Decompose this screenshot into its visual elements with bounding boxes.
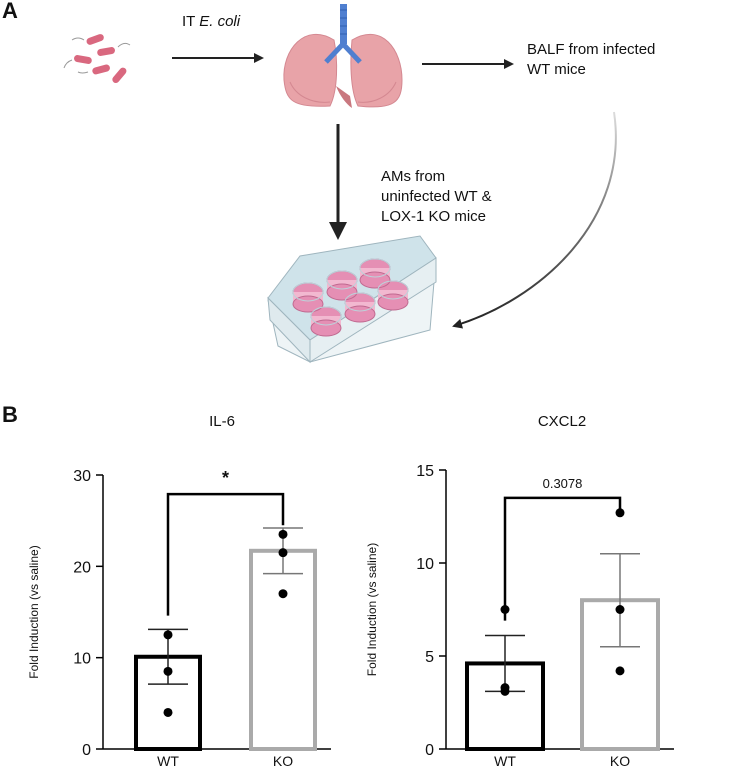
data-point (615, 605, 625, 614)
panel-b-letter: B (2, 402, 18, 427)
y-tick-label: 0 (82, 742, 91, 759)
data-point (278, 589, 288, 599)
well-plate-icon (267, 235, 437, 364)
significance-label: * (222, 468, 229, 488)
chart-title: IL-6 (209, 413, 235, 430)
workflow-diagram (63, 4, 617, 364)
data-point (278, 529, 288, 539)
balf-label: BALF from infected WT mice (527, 41, 656, 78)
significance-bracket (503, 496, 622, 621)
y-tick-label: 30 (73, 468, 91, 485)
data-point (278, 548, 288, 558)
chart-title: CXCL2 (538, 413, 586, 430)
significance-label: 0.3078 (543, 476, 583, 491)
data-point (163, 630, 173, 640)
x-tick-label: WT (157, 753, 179, 769)
y-tick-label: 15 (416, 463, 434, 480)
y-tick-label: 5 (425, 649, 434, 666)
y-axis-label: Fold Induction (vs saline) (27, 545, 41, 678)
y-tick-label: 10 (416, 556, 434, 573)
x-tick-label: KO (273, 753, 293, 769)
bar-ko (249, 548, 317, 751)
ams-label: AMs from uninfected WT & LOX-1 KO mice (381, 168, 492, 225)
significance-bracket (166, 492, 285, 616)
y-tick-label: 20 (73, 559, 91, 576)
data-point (615, 666, 625, 676)
bacteria-icon (63, 34, 131, 84)
x-tick-label: KO (610, 753, 630, 769)
data-point (163, 707, 173, 717)
y-axis-label: Fold Induction (vs saline) (365, 543, 379, 676)
curved-arrow-balf-to-plate (452, 111, 617, 329)
step-it-label: IT E. coli (182, 13, 241, 30)
data-point (163, 666, 173, 676)
y-tick-label: 10 (73, 651, 91, 668)
data-point (500, 686, 510, 696)
x-tick-label: WT (494, 753, 516, 769)
lungs-icon (283, 4, 403, 108)
panel-a-letter: A (2, 0, 18, 23)
y-tick-label: 0 (425, 742, 434, 759)
